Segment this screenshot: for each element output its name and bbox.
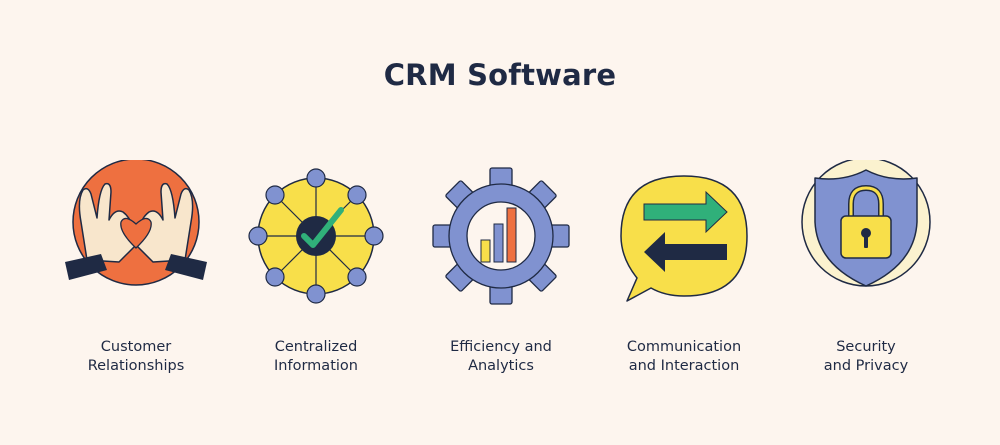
feature-efficiency-analytics: Efficiency and Analytics	[411, 160, 591, 376]
feature-security-privacy: Security and Privacy	[776, 160, 956, 376]
shield-lock-icon	[801, 160, 931, 287]
feature-label-line1: Efficiency and	[450, 339, 552, 355]
feature-communication-interaction: Communication and Interaction	[594, 160, 774, 376]
heart-hands-icon	[65, 160, 207, 286]
feature-centralized-information: Centralized Information	[226, 160, 406, 376]
gear-chart-icon	[432, 167, 570, 305]
feature-label-line1: Security	[836, 339, 896, 355]
feature-label: Security and Privacy	[776, 338, 956, 376]
feature-label-line2: Information	[274, 358, 358, 374]
feature-label: Efficiency and Analytics	[411, 338, 591, 376]
feature-label: Communication and Interaction	[594, 338, 774, 376]
exchange-arrows-icon	[620, 175, 748, 302]
feature-label-line1: Customer	[100, 339, 172, 355]
feature-label: Centralized Information	[226, 338, 406, 376]
feature-label-line1: Centralized	[274, 339, 358, 355]
feature-label-line2: Relationships	[87, 358, 185, 374]
feature-label-line2: and Privacy	[823, 358, 909, 374]
feature-label-line2: Analytics	[468, 358, 534, 374]
page-title: CRM Software	[383, 58, 617, 92]
feature-label-line2: and Interaction	[628, 358, 740, 374]
network-hub-icon	[248, 168, 384, 304]
feature-customer-relationships: Customer Relationships	[46, 160, 226, 376]
feature-label-line1: Communication	[626, 339, 742, 355]
feature-label: Customer Relationships	[46, 338, 226, 376]
